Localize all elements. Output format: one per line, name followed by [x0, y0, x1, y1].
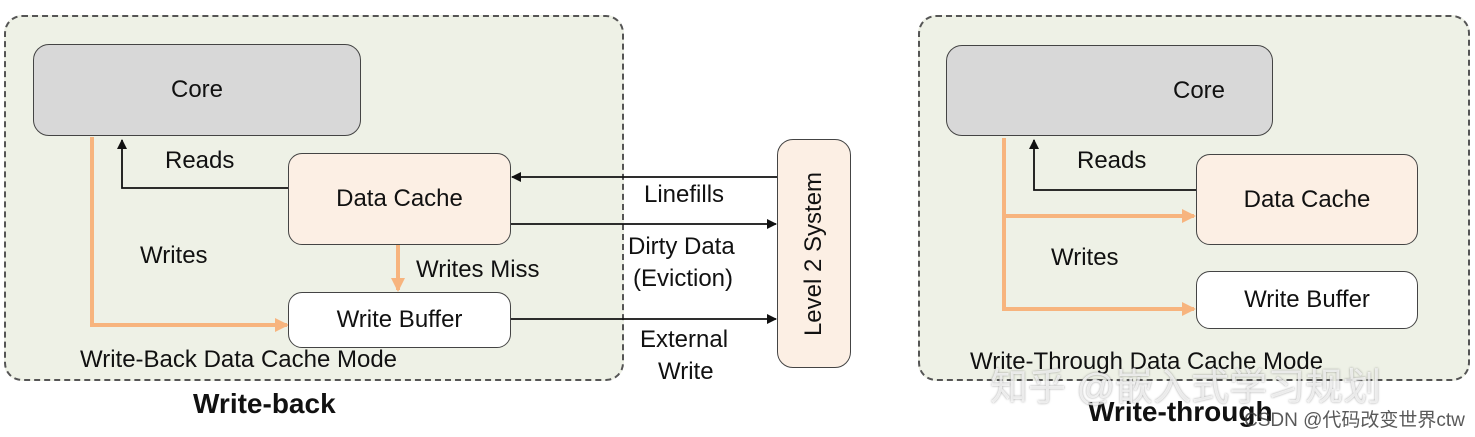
- linefills-label: Linefills: [644, 181, 725, 208]
- eviction-label: (Eviction): [633, 265, 734, 292]
- watermark-main: 知乎 @嵌入式学习规划: [990, 367, 1382, 409]
- wt-reads-label: Reads: [1077, 147, 1147, 174]
- wb-reads-arrow: [117, 139, 290, 189]
- wb-core-label: Core: [170, 76, 224, 103]
- wb-write-buffer-box: Write Buffer: [288, 292, 511, 348]
- level2-system-box: Level 2 System: [777, 139, 851, 368]
- wt-mode-label: Write-Through Data Cache Mode: [970, 348, 1324, 375]
- wb-write-buffer-label: Write Buffer: [336, 306, 463, 333]
- wb-data-cache-box: Data Cache: [288, 153, 511, 245]
- wt-core-label: Core: [1173, 76, 1226, 104]
- wt-caption: Write-through: [1088, 396, 1273, 427]
- level2-system-label: Level 2 System: [800, 171, 828, 336]
- wb-data-cache-label: Data Cache: [336, 185, 463, 212]
- wt-writes-arrow: [1002, 138, 1196, 316]
- wt-write-buffer-label: Write Buffer: [1244, 286, 1370, 313]
- wb-core-box: Core: [33, 44, 361, 136]
- write-label: Write: [658, 358, 714, 385]
- watermark-sub: CSDN @代码改变世界ctw: [1244, 410, 1465, 431]
- wb-writes-arrow: [90, 137, 289, 332]
- dirty-data-label: Dirty Data: [628, 233, 735, 260]
- wt-core-box: Core: [946, 45, 1273, 136]
- wb-reads-label: Reads: [165, 147, 235, 174]
- wt-write-buffer-box: Write Buffer: [1196, 271, 1418, 329]
- wb-mode-label: Write-Back Data Cache Mode: [80, 346, 398, 373]
- wb-writes-miss-label: Writes Miss: [416, 256, 540, 283]
- wt-data-cache-label: Data Cache: [1243, 185, 1371, 213]
- wb-caption: Write-back: [193, 388, 336, 419]
- wt-data-cache-box: Data Cache: [1196, 154, 1418, 245]
- external-label: External: [640, 326, 729, 353]
- wb-writes-label: Writes: [140, 242, 208, 269]
- wt-writes-label: Writes: [1051, 244, 1119, 271]
- wt-reads-arrow: [1029, 139, 1196, 191]
